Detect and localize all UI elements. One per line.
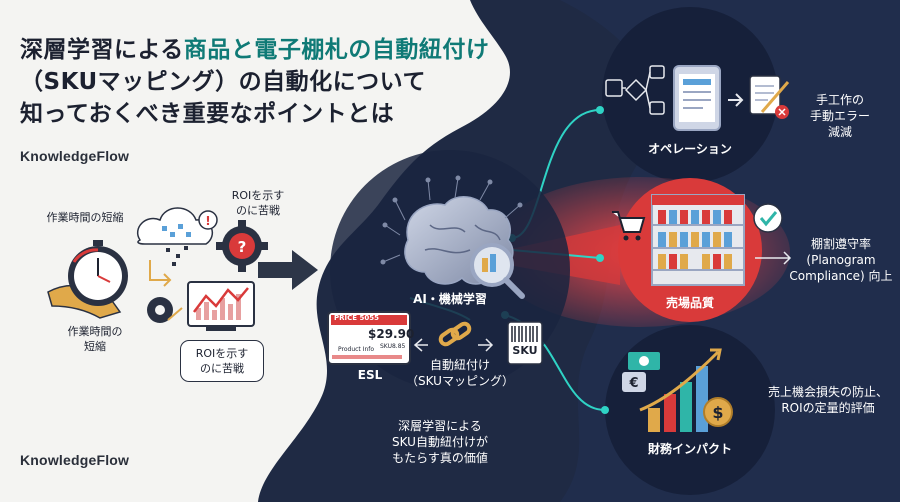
finance-result: 売上機会損失の防止、 ROIの定量的評価	[767, 385, 888, 415]
svg-text:€: €	[628, 376, 638, 391]
clipboard-error-icon	[749, 75, 790, 119]
cloud-data-icon	[137, 207, 214, 266]
label-time-reduction-bottom: 作業時間の 短縮	[67, 325, 123, 353]
monitor-chart-icon	[187, 281, 255, 331]
ai-label: AI・機械学習	[413, 292, 487, 306]
value-text: 深層学習による SKU自動紐付けが もたらす真の価値	[392, 419, 488, 465]
title-line1-a: 深層学習による	[20, 37, 184, 63]
sku-label: SKU	[512, 344, 538, 357]
magnifier-icon	[470, 243, 525, 299]
arrow-right-icon	[258, 250, 318, 290]
gear-question-icon: ?	[216, 220, 268, 272]
page-title: 深層学習による商品と電子棚札の自動紐付け （SKUマッピング）の自動化について …	[20, 34, 489, 130]
title-line2: （SKUマッピング）の自動化について	[20, 69, 426, 95]
small-gear-icon	[147, 297, 173, 323]
roi-speech-bubble: ROIを示す のに苦戦	[180, 340, 264, 382]
quality-label: 売場品質	[665, 296, 714, 310]
esl-label: ESL	[357, 368, 383, 382]
price-tag-price: $29.90	[368, 327, 415, 341]
brand-logo-top: KnowledgeFlow	[20, 148, 130, 164]
price-tag-code: SKU8.85	[380, 343, 406, 350]
operation-result: 手工作の 手動エラー 減減	[809, 93, 870, 139]
brand-logo-bottom: KnowledgeFlow	[20, 452, 130, 468]
store-shelf-icon	[651, 194, 745, 286]
svg-text:?: ?	[238, 238, 247, 256]
title-line3: 知っておくべき重要なポイントとは	[20, 101, 395, 127]
stopwatch-icon	[47, 240, 128, 319]
dollar-coin-icon: $	[703, 397, 733, 427]
tablet-icon	[673, 65, 721, 131]
chain-link-icon	[438, 321, 472, 347]
svg-text:$: $	[712, 403, 723, 422]
banknote-euro-icon: €	[622, 352, 660, 392]
title-line1-b: 商品と電子棚札の自動紐付け	[183, 37, 490, 63]
finance-label: 財務インパクト	[647, 442, 732, 456]
svg-text:!: !	[205, 214, 210, 228]
label-time-reduction-top: 作業時間の短縮	[46, 211, 124, 224]
sku-barcode-icon	[507, 321, 543, 365]
price-tag-header: PRICE 5055	[334, 314, 379, 322]
price-tag-product: Product Info	[338, 346, 375, 353]
quality-result: 棚割遵守率 (Planogram Compliance) 向上	[789, 237, 893, 283]
operation-label: オペレーション	[648, 142, 732, 156]
flowchart-icon	[605, 65, 665, 115]
warning-bubble-icon: !	[198, 210, 218, 230]
label-roi-top: ROIを示す のに苦戦	[231, 189, 285, 217]
mapping-label: 自動紐付け （SKUマッピング）	[406, 358, 514, 388]
checkmark-bubble-icon	[753, 203, 783, 233]
esl-price-tag	[327, 311, 411, 365]
shopping-cart-icon	[612, 211, 646, 241]
